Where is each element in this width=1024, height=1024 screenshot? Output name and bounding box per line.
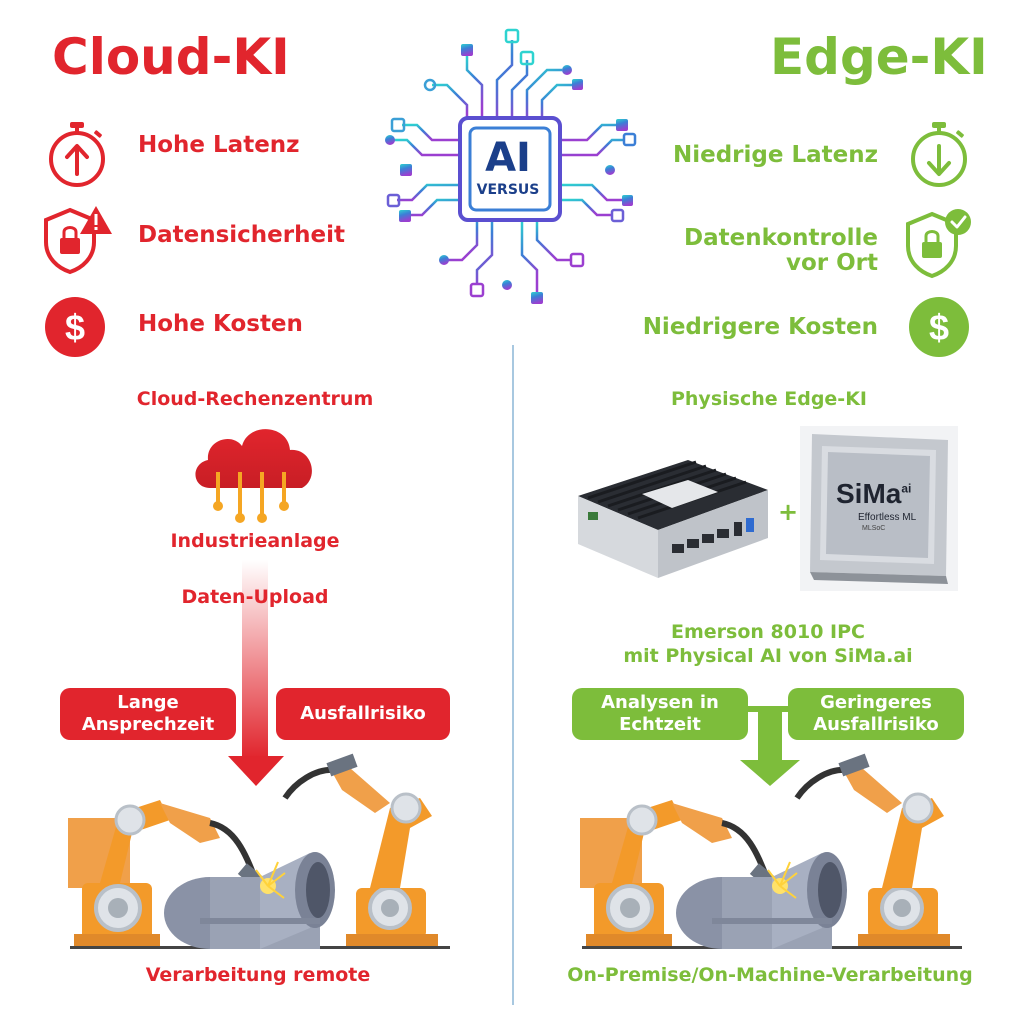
shield-lock-check-icon [906,209,971,279]
stopwatch-down-icon [911,122,967,187]
failure-risk-badge: Ausfallrisiko [276,688,450,740]
remote-processing-label: Verarbeitung remote [145,964,371,986]
sima-subtitle: Effortless ML [858,512,917,523]
cloud-ki-title: Cloud-KI [52,28,290,86]
sima-chip-image [800,426,958,591]
feature-data-security: Datensicherheit [138,222,345,248]
sima-model: MLSoC [862,525,886,532]
dollar-circle-icon: $ [909,297,969,357]
on-premise-processing-label: On-Premise/On-Machine-Verarbeitung [567,964,973,986]
sima-brand-sup: ai [901,481,912,496]
svg-text:$: $ [929,307,949,348]
sima-brand-label: SiMaai [836,478,911,510]
svg-text:$: $ [65,307,85,348]
feature-low-latency: Niedrige Latenz [672,142,878,168]
cloud-caption: Industrieanlage [170,530,340,552]
welding-robots-illustration [68,753,450,949]
ai-versus-chip-graphic [385,28,637,304]
industrial-pc-device-image [578,460,768,578]
feature-high-costs: Hohe Kosten [138,311,303,337]
edge-ki-title: Edge-KI [770,28,988,86]
dollar-circle-icon: $ [45,297,105,357]
lower-failure-risk-badge: Geringeres Ausfallrisiko [788,688,964,740]
chip-versus-label: VERSUS [476,182,540,198]
column-divider [512,345,514,1005]
chip-ai-label: AI [485,135,531,181]
long-response-time-badge: Lange Ansprechzeit [60,688,236,740]
plus-sign: + [778,498,799,526]
data-upload-label: Daten-Upload [181,586,329,608]
edge-down-arrow-icon [730,706,810,786]
welding-robots-illustration [580,753,962,949]
shield-lock-warning-icon [44,206,112,275]
stopwatch-up-icon [49,122,105,187]
emerson-ipc-caption: Emerson 8010 IPC mit Physical AI von SiM… [623,621,913,667]
feature-local-data-control: Datenkontrolle vor Ort [684,225,878,276]
physical-edge-ki-label: Physische Edge-KI [670,388,867,410]
feature-high-latency: Hohe Latenz [138,132,300,158]
cloud-network-icon [195,429,312,523]
cloud-datacenter-label: Cloud-Rechenzentrum [136,388,374,410]
realtime-analytics-badge: Analysen in Echtzeit [572,688,748,740]
feature-lower-costs: Niedrigere Kosten [642,314,878,340]
upload-arrow-icon [228,560,284,786]
sima-brand-text: SiMa [836,478,902,509]
